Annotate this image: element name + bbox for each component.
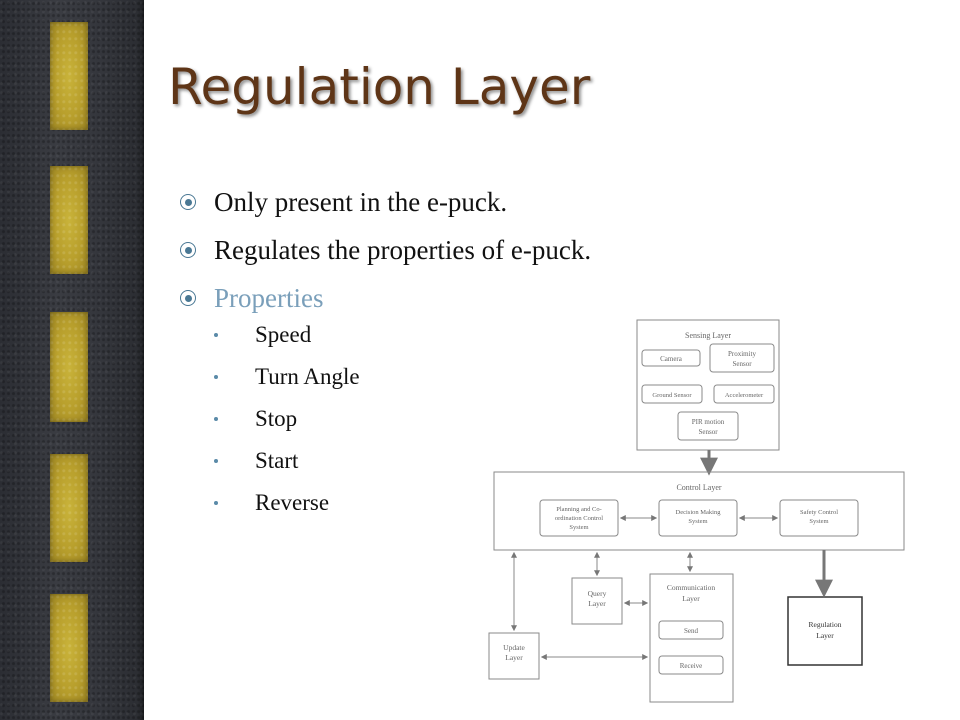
road-strip-decoration — [0, 0, 144, 720]
receive-label: Receive — [680, 662, 703, 670]
proximity-label: Sensor — [732, 360, 752, 368]
regulation-layer-label: Regulation — [809, 620, 842, 629]
bullet-list: Only present in the e-puck. Regulates th… — [180, 178, 591, 322]
camera-box — [641, 349, 701, 367]
safety-label: System — [809, 518, 828, 525]
planning-label: Planning and Co- — [556, 506, 602, 513]
circle-bullet-icon — [180, 290, 196, 306]
ground-sensor-box — [641, 384, 703, 404]
dot-bullet-icon — [214, 375, 218, 379]
road-dash — [50, 454, 88, 562]
bullet-text: Only present in the e-puck. — [214, 186, 508, 217]
bullet-item: Only present in the e-puck. — [180, 178, 591, 226]
pir-sensor-box — [677, 411, 739, 441]
sub-bullet-text: Stop — [255, 406, 298, 431]
sub-bullet-item: Stop — [214, 398, 360, 440]
bullet-text: Properties — [214, 282, 324, 313]
planning-label: System — [569, 524, 588, 531]
accelerometer-box — [713, 384, 775, 404]
planning-label: ordination Control — [555, 515, 603, 522]
road-dash — [50, 594, 88, 702]
proximity-label: Proximity — [728, 350, 757, 358]
decision-system-box — [658, 499, 738, 537]
decision-label: Decision Making — [676, 509, 722, 516]
road-dash — [50, 312, 88, 422]
send-box — [658, 620, 724, 640]
proximity-sensor-box — [709, 343, 775, 373]
road-dash — [50, 22, 88, 130]
dot-bullet-icon — [214, 333, 218, 337]
pir-sensor-label: PIR motion — [692, 418, 725, 426]
bullet-item: Properties — [180, 274, 591, 322]
safety-system-box — [779, 499, 859, 537]
circle-bullet-icon — [180, 242, 196, 258]
planning-system-box — [539, 499, 619, 537]
sub-bullet-text: Turn Angle — [255, 364, 360, 389]
sub-bullet-list: Speed Turn Angle Stop Start Reverse — [214, 314, 360, 524]
ground-sensor-label: Ground Sensor — [652, 392, 692, 399]
architecture-diagram: Sensing Layer Camera Proximity Sensor Gr… — [488, 319, 905, 703]
update-layer-label: Update — [503, 643, 525, 652]
sub-bullet-item: Speed — [214, 314, 360, 356]
communication-layer-label: Layer — [682, 594, 700, 603]
communication-layer-box — [649, 573, 734, 703]
dot-bullet-icon — [214, 459, 218, 463]
update-layer-label: Layer — [505, 653, 523, 662]
receive-box — [658, 655, 724, 675]
decision-label: System — [688, 518, 707, 525]
safety-label: Safety Control — [800, 509, 838, 516]
circle-bullet-icon — [180, 194, 196, 210]
sub-bullet-text: Start — [255, 448, 299, 473]
pir-sensor-label: Sensor — [698, 428, 718, 436]
dot-bullet-icon — [214, 501, 218, 505]
sub-bullet-item: Start — [214, 440, 360, 482]
sub-bullet-text: Speed — [255, 322, 312, 347]
control-layer-box — [493, 471, 905, 551]
update-layer-box — [488, 632, 540, 680]
bullet-text: Regulates the properties of e-puck. — [214, 234, 592, 265]
send-label: Send — [684, 627, 699, 635]
sub-bullet-item: Reverse — [214, 482, 360, 524]
sub-bullet-item: Turn Angle — [214, 356, 360, 398]
query-layer-label: Layer — [588, 599, 606, 608]
query-layer-box — [571, 577, 623, 625]
slide-title: Regulation Layer — [168, 58, 591, 116]
communication-layer-label: Communication — [667, 583, 716, 592]
sensing-layer-label: Sensing Layer — [685, 331, 731, 340]
regulation-layer-label: Layer — [816, 631, 834, 640]
road-dash — [50, 166, 88, 274]
query-layer-label: Query — [588, 589, 607, 598]
control-layer-label: Control Layer — [676, 483, 721, 492]
dot-bullet-icon — [214, 417, 218, 421]
accelerometer-label: Accelerometer — [725, 392, 764, 399]
camera-label: Camera — [660, 355, 683, 363]
sub-bullet-text: Reverse — [255, 490, 330, 515]
bullet-item: Regulates the properties of e-puck. — [180, 226, 591, 274]
